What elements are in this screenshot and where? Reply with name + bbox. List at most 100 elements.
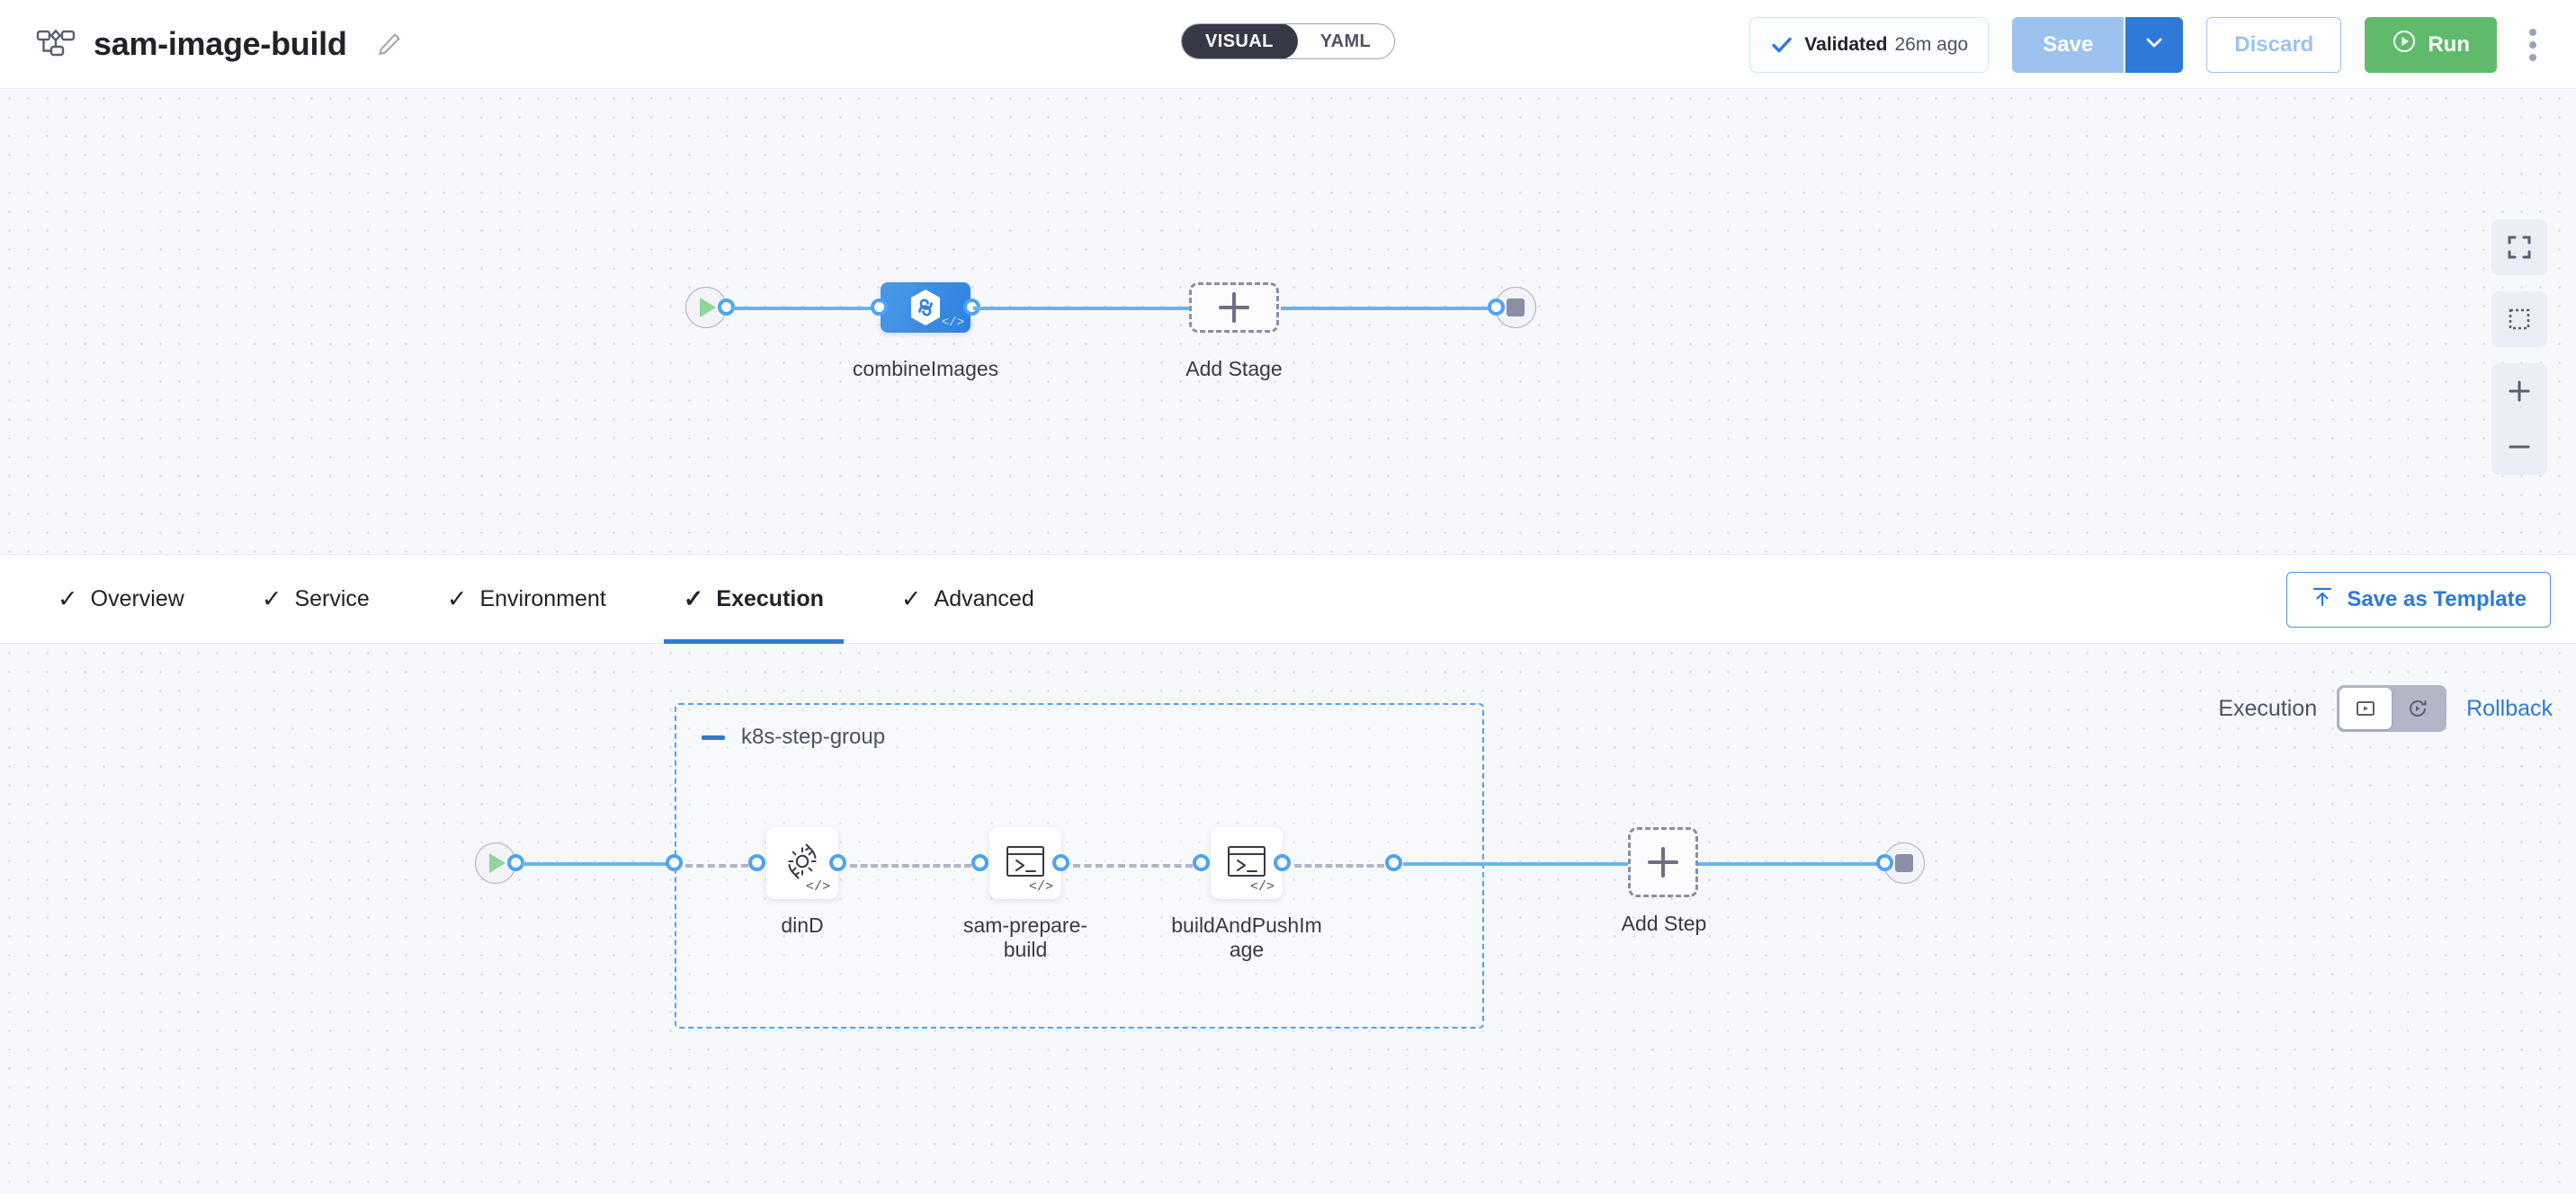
save-as-template-label: Save as Template <box>2347 587 2527 611</box>
save-as-template-button[interactable]: Save as Template <box>2286 572 2551 628</box>
stage-link-1 <box>732 307 881 310</box>
step-label: sam-prepare- build <box>962 913 1088 962</box>
tab-label: Service <box>294 585 370 611</box>
dind-output-port[interactable] <box>829 854 846 871</box>
tab-service[interactable]: ✓ Service <box>242 554 389 644</box>
stage-node-combineimages[interactable]: </> combineImages <box>853 282 998 380</box>
check-icon: ✓ <box>683 584 704 612</box>
step-code-badge: </> <box>1249 879 1275 895</box>
step-canvas[interactable]: Execution Rollback <box>0 644 2576 1194</box>
save-button-group[interactable]: Save <box>2012 16 2184 73</box>
zoom-in-icon[interactable] <box>2491 363 2547 419</box>
step-link-dash-1 <box>685 864 748 868</box>
rollback-link[interactable]: Rollback <box>2466 695 2553 721</box>
step-link-addstep <box>1403 862 1628 866</box>
toggle-visual[interactable]: VISUAL <box>1182 24 1298 58</box>
selection-box-icon[interactable] <box>2491 291 2547 347</box>
save-button[interactable]: Save <box>2012 16 2124 73</box>
tab-label: Advanced <box>934 585 1034 611</box>
toggle-yaml[interactable]: YAML <box>1319 31 1372 51</box>
tab-advanced[interactable]: ✓ Advanced <box>881 554 1054 644</box>
zoom-buttons-group[interactable] <box>2491 363 2547 475</box>
stage-link-3 <box>1281 307 1497 310</box>
samprepare-input-port[interactable] <box>971 854 988 871</box>
step-link-dash-4 <box>1294 864 1384 868</box>
tab-environment[interactable]: ✓ Environment <box>427 554 626 644</box>
step-link-end <box>1698 862 1885 866</box>
step-group-header[interactable]: k8s-step-group <box>702 725 885 750</box>
page-title: sam-image-build <box>94 25 347 62</box>
save-dropdown-button[interactable] <box>2124 16 2184 73</box>
rollback-clock-icon[interactable] <box>2392 688 2444 729</box>
stage-code-badge: </> <box>941 316 964 330</box>
add-stage-node[interactable]: Add Stage <box>1185 282 1283 380</box>
app-header: sam-image-build VISUAL YAML Validated <box>0 0 2576 89</box>
gear-refresh-icon <box>781 840 824 887</box>
step-label: buildAndPushIm age <box>1171 913 1322 962</box>
add-step-node[interactable]: Add Step <box>1622 827 1706 935</box>
zoom-out-icon[interactable] <box>2491 419 2547 475</box>
stage-input-port[interactable] <box>871 298 888 316</box>
run-button[interactable]: Run <box>2365 16 2497 73</box>
check-icon: ✓ <box>261 584 282 612</box>
check-icon: ✓ <box>58 584 78 612</box>
step-code-badge: </> <box>805 879 830 895</box>
run-label: Run <box>2428 31 2470 57</box>
config-tabbar[interactable]: ✓ Overview ✓ Service ✓ Environment ✓ Exe… <box>0 554 2576 645</box>
execution-play-box-icon[interactable] <box>2339 688 2393 729</box>
end-input-port[interactable] <box>1488 298 1505 316</box>
add-step-label: Add Step <box>1621 912 1707 935</box>
header-actions: Validated 26m ago Save Discard <box>1749 0 2551 89</box>
step-code-badge: </> <box>1028 879 1053 895</box>
execution-label: Execution <box>2218 695 2318 721</box>
validated-label: Validated <box>1804 33 1888 55</box>
execution-rollback-switch[interactable]: Execution Rollback <box>2218 685 2553 732</box>
pencil-icon[interactable] <box>365 31 403 58</box>
group-exit-port[interactable] <box>1385 854 1402 871</box>
step-link-dash-3 <box>1073 864 1193 868</box>
end-input-port[interactable] <box>1876 854 1893 871</box>
kebab-menu-icon[interactable] <box>2515 28 2551 61</box>
view-mode-toggle[interactable]: VISUAL YAML <box>1181 23 1396 59</box>
header-left: sam-image-build <box>0 25 403 63</box>
check-icon <box>1770 33 1793 57</box>
play-circle-icon <box>2392 29 2417 60</box>
discard-button[interactable]: Discard <box>2206 16 2342 73</box>
tab-label: Environment <box>479 585 606 611</box>
step-link-dash-2 <box>850 864 971 868</box>
step-start-node <box>475 842 524 884</box>
add-stage-label: Add Stage <box>1185 357 1283 380</box>
harness-ci-hexagon-icon <box>908 288 944 327</box>
chevron-down-icon <box>2142 31 2166 58</box>
stage-canvas[interactable]: </> combineImages Add Stage <box>0 89 2576 554</box>
pipeline-icon <box>36 26 76 62</box>
step-node-dind[interactable]: </> dinD <box>766 827 838 937</box>
check-icon: ✓ <box>900 584 922 612</box>
step-node-sam-prepare-build[interactable]: </> sam-prepare- build <box>963 827 1087 961</box>
stage-start-node <box>685 287 735 328</box>
stage-end-node <box>1488 287 1536 328</box>
fit-to-screen-icon[interactable] <box>2491 219 2547 275</box>
plus-icon[interactable] <box>1189 282 1279 333</box>
upload-template-icon <box>2311 585 2334 615</box>
tab-execution[interactable]: ✓ Execution <box>663 554 845 645</box>
check-icon: ✓ <box>446 584 468 612</box>
step-link-start <box>522 862 673 866</box>
step-group-title: k8s-step-group <box>741 725 886 749</box>
buildandpush-output-port[interactable] <box>1274 854 1291 871</box>
step-end-node <box>1876 842 1925 884</box>
tab-label: Overview <box>90 585 184 611</box>
step-node-buildandpushimage[interactable]: </> buildAndPushIm age <box>1171 827 1322 961</box>
stage-label: combineImages <box>852 357 999 380</box>
minus-icon[interactable] <box>702 735 725 740</box>
stage-link-2 <box>973 307 1189 310</box>
dind-input-port[interactable] <box>748 854 765 871</box>
tab-overview[interactable]: ✓ Overview <box>38 554 204 644</box>
plus-icon[interactable] <box>1628 827 1698 897</box>
shell-script-icon <box>1226 843 1267 884</box>
samprepare-output-port[interactable] <box>1052 854 1069 871</box>
canvas-zoom-tools[interactable] <box>2491 219 2547 475</box>
group-entry-port[interactable] <box>666 854 683 871</box>
status-badge: Validated 26m ago <box>1749 16 1990 73</box>
buildandpush-input-port[interactable] <box>1193 854 1210 871</box>
